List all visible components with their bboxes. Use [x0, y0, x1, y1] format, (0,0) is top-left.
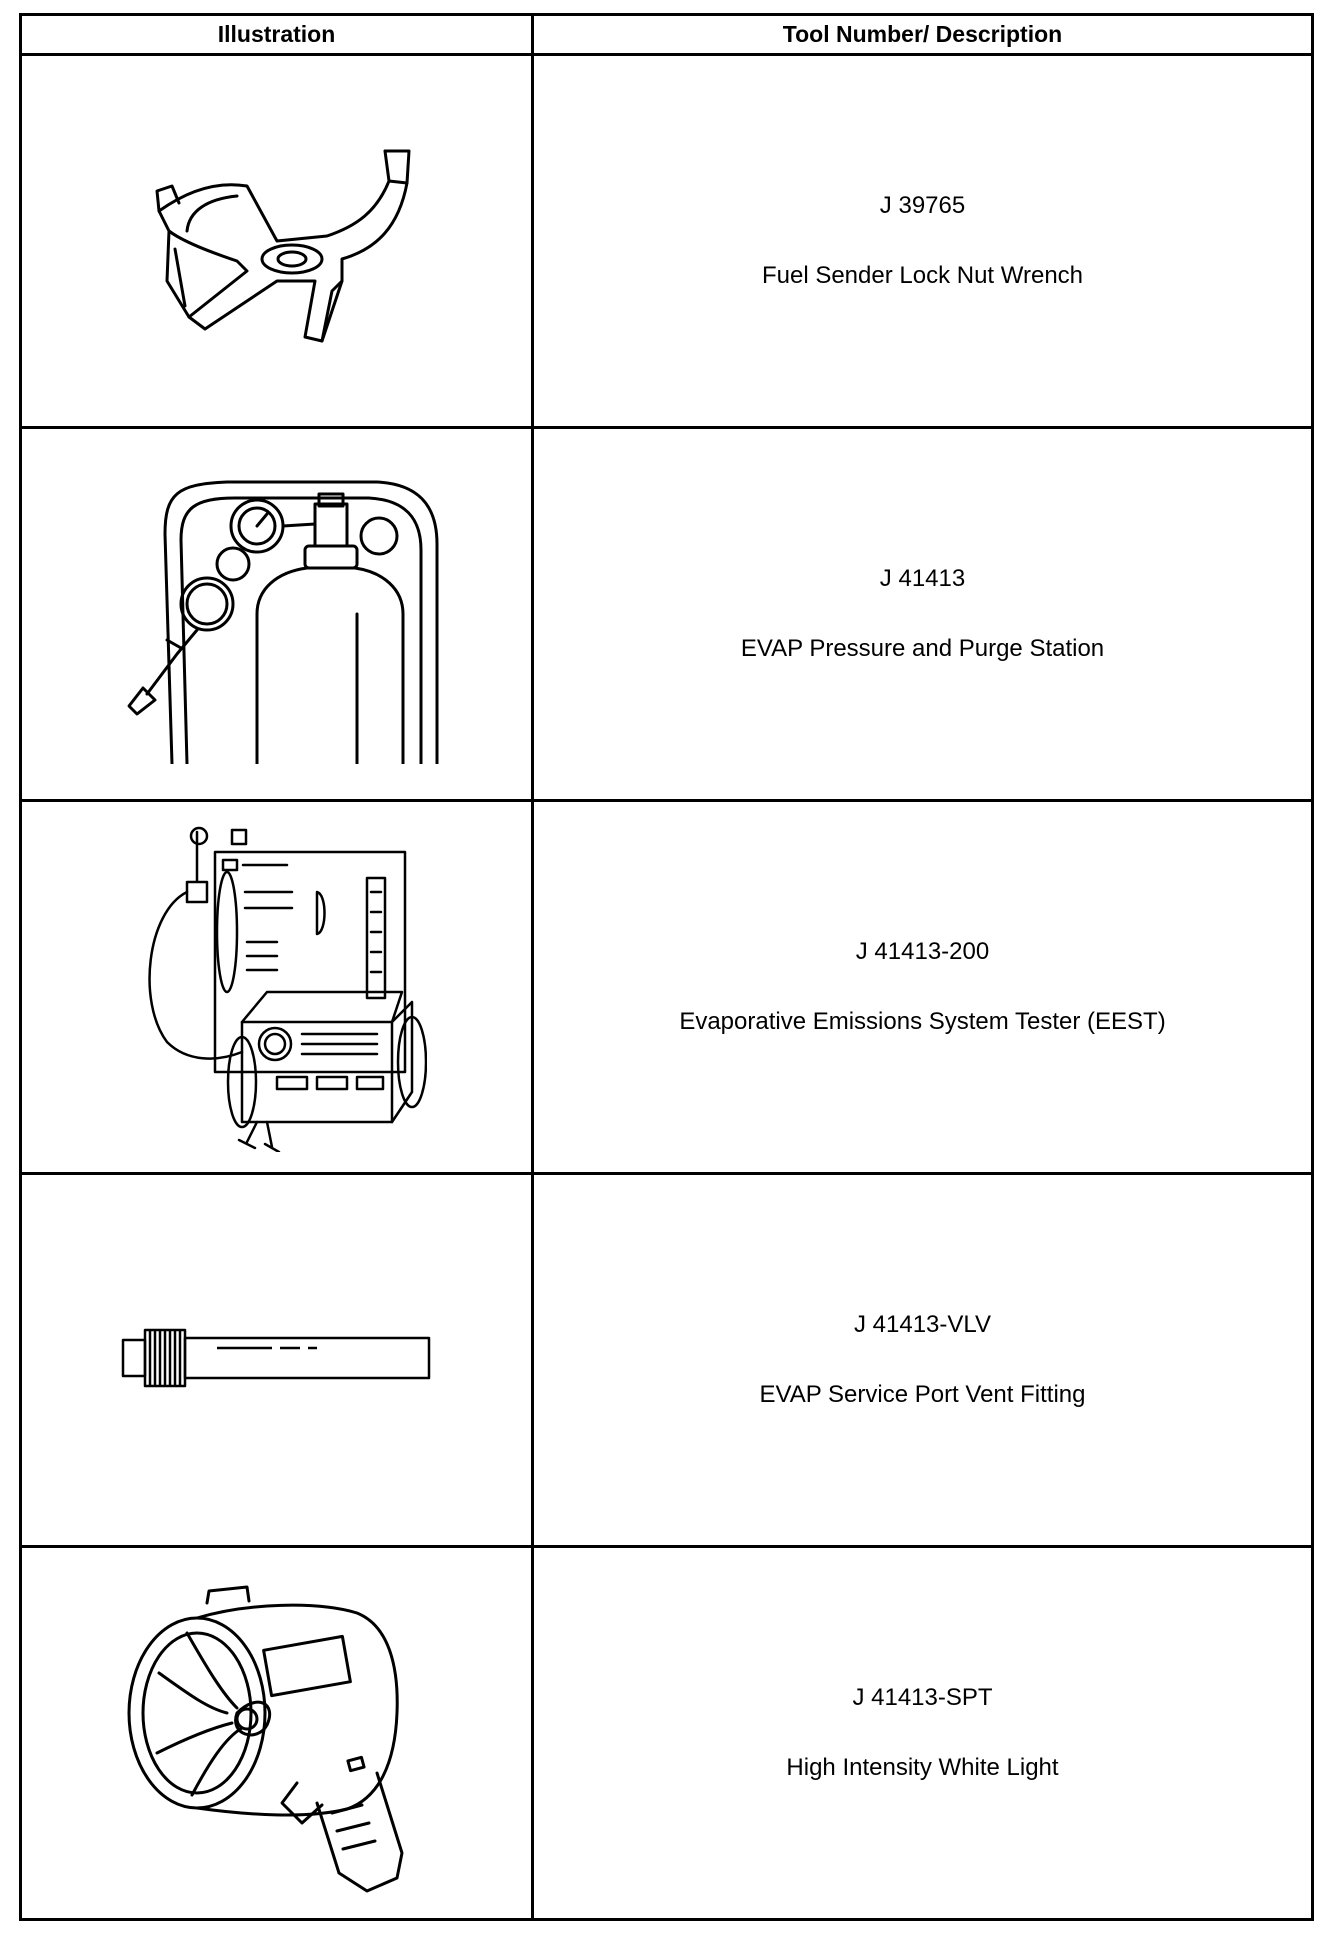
table-row: J 41413 EVAP Pressure and Purge Station [19, 426, 1314, 802]
table-row: J 41413-SPT High Intensity White Light [19, 1545, 1314, 1921]
pressure-purge-station-icon [107, 464, 447, 764]
tool-description: EVAP Service Port Vent Fitting [759, 1381, 1086, 1408]
vent-fitting-icon [117, 1320, 437, 1400]
description-cell: J 41413-200 Evaporative Emissions System… [531, 799, 1314, 1175]
illustration-cell [19, 426, 534, 802]
tool-description: EVAP Pressure and Purge Station [740, 635, 1105, 662]
description-cell: J 39765 Fuel Sender Lock Nut Wrench [531, 53, 1314, 429]
tool-number: J 41413-VLV [854, 1311, 991, 1338]
tool-number: J 39765 [879, 192, 966, 219]
table-row: J 41413-200 Evaporative Emissions System… [19, 799, 1314, 1175]
white-light-icon [117, 1573, 437, 1893]
tool-description: Fuel Sender Lock Nut Wrench [761, 262, 1084, 289]
description-cell: J 41413-SPT High Intensity White Light [531, 1545, 1314, 1921]
description-cell: J 41413 EVAP Pressure and Purge Station [531, 426, 1314, 802]
emissions-tester-icon [127, 822, 427, 1152]
tool-number: J 41413 [879, 565, 966, 592]
table-row: J 41413-VLV EVAP Service Port Vent Fitti… [19, 1172, 1314, 1548]
lock-nut-wrench-icon [127, 131, 427, 351]
tool-number: J 41413-200 [855, 938, 990, 965]
tool-number: J 41413-SPT [852, 1684, 993, 1711]
header-row: Illustration Tool Number/ Description [19, 13, 1314, 56]
header-tool-description: Tool Number/ Description [531, 13, 1314, 56]
tools-table: Illustration Tool Number/ Description J … [19, 13, 1314, 1921]
description-cell: J 41413-VLV EVAP Service Port Vent Fitti… [531, 1172, 1314, 1548]
illustration-cell [19, 799, 534, 1175]
illustration-cell [19, 1545, 534, 1921]
tool-description: Evaporative Emissions System Tester (EES… [679, 1008, 1166, 1035]
illustration-cell [19, 53, 534, 429]
illustration-cell [19, 1172, 534, 1548]
table-row: J 39765 Fuel Sender Lock Nut Wrench [19, 53, 1314, 429]
tool-description: High Intensity White Light [786, 1754, 1059, 1781]
header-illustration: Illustration [19, 13, 534, 56]
